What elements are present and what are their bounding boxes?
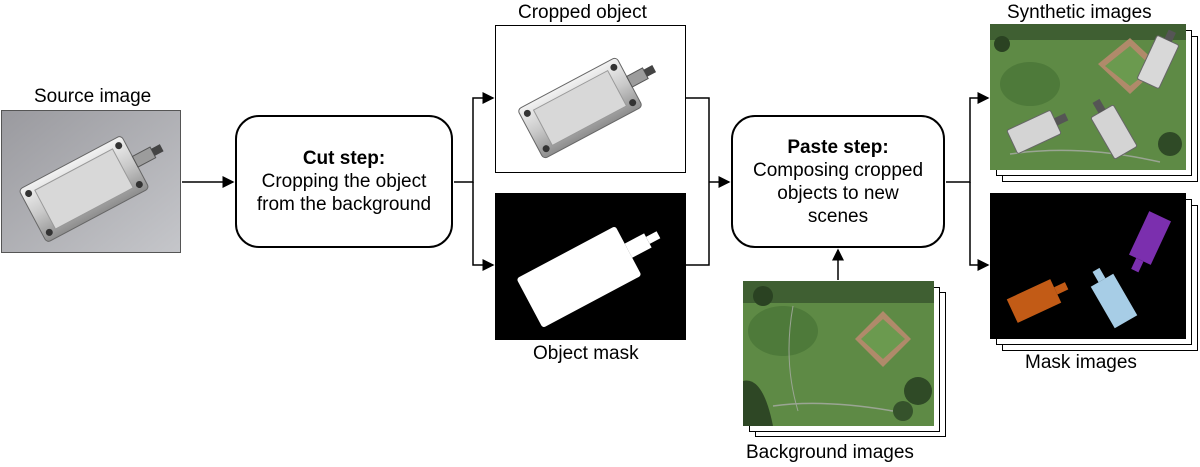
arrow-paste-to-synthetic — [946, 92, 990, 183]
mask-image — [990, 193, 1186, 339]
cropped-sensor — [518, 57, 657, 159]
arrow-cut-to-mask — [472, 182, 495, 271]
source-image — [1, 110, 181, 253]
cut-step-line1: Cropping the object — [261, 171, 427, 192]
aerial-park-photo — [743, 281, 934, 426]
background-images-label: Background images — [746, 442, 914, 463]
object-mask-image — [495, 193, 686, 340]
sensor-photo — [2, 111, 180, 252]
arrow-paste-to-mask-images — [969, 182, 990, 271]
paste-step-line2: objects to new — [777, 182, 899, 204]
synthetic-scene — [990, 24, 1186, 170]
mask-images-label: Mask images — [1025, 352, 1137, 373]
mask-scene — [1006, 211, 1172, 329]
source-image-label: Source image — [34, 86, 152, 107]
paste-step-title: Paste step: — [787, 136, 889, 158]
line-cropped-to-paste — [686, 97, 710, 182]
synthetic-images-label: Synthetic images — [1007, 2, 1152, 23]
mask-silhouette — [517, 227, 661, 327]
paste-step-box: Paste step: Composing cropped objects to… — [731, 115, 945, 248]
line-mask-to-paste — [686, 182, 710, 266]
arrow-cut-to-cropped — [454, 92, 495, 183]
synthetic-image — [990, 24, 1186, 170]
cut-step-box: Cut step: Cropping the object from the b… — [235, 115, 453, 248]
paste-step-line1: Composing cropped — [752, 159, 924, 181]
paste-step-line3: scenes — [807, 205, 869, 227]
object-mask-label: Object mask — [533, 343, 639, 364]
cut-step-line2: from the background — [256, 194, 432, 215]
cropped-object-image — [495, 25, 686, 173]
cropped-object-label: Cropped object — [518, 2, 647, 23]
cut-step-title: Cut step: — [302, 148, 386, 169]
background-image — [743, 281, 934, 426]
